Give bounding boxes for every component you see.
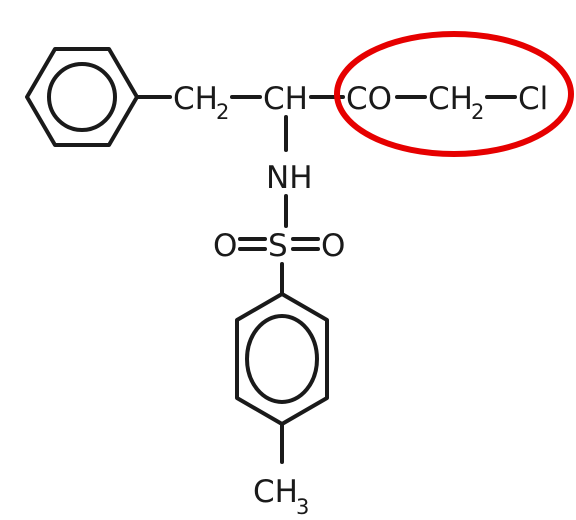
label-o-right: O	[321, 228, 345, 264]
label-co: CO	[346, 81, 392, 117]
label-ch2-main: CH	[173, 81, 218, 117]
label-ch2b-sub: 2	[471, 100, 484, 124]
top-ring-hexagon	[25, 47, 139, 147]
label-cl: Cl	[518, 81, 548, 117]
label-ch2b-main: CH	[428, 81, 473, 117]
label-o-left: O	[213, 228, 237, 264]
bottom-ring-aromatic-circle	[245, 314, 319, 404]
top-ring-aromatic-circle	[47, 62, 117, 132]
label-ch2-sub: 2	[216, 100, 229, 124]
label-ch3-sub: 3	[296, 495, 309, 519]
top-benzene-ring	[25, 47, 139, 147]
highlight-ellipse	[334, 31, 574, 157]
bottom-ring-hexagon	[235, 292, 329, 426]
label-s: S	[268, 228, 288, 264]
label-nh: NH	[266, 160, 313, 196]
bottom-benzene-ring	[235, 292, 329, 426]
label-ch: CH	[263, 81, 308, 117]
label-ch3-main: CH	[253, 474, 298, 510]
